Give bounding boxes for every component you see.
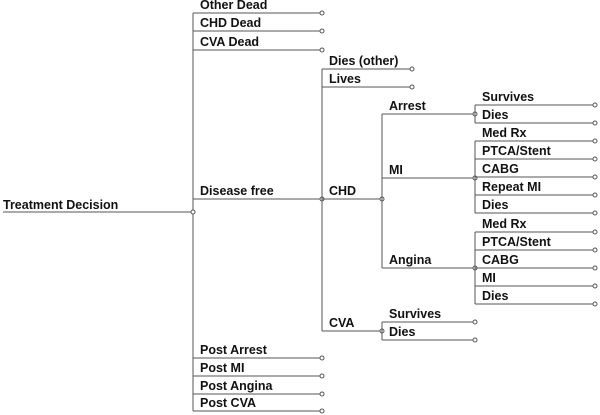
branch-label-survives: Survives: [482, 90, 534, 104]
terminal-node-post-arrest: [319, 355, 325, 361]
terminal-node-cva-dead: [319, 47, 325, 53]
terminal-node-med-rx: [592, 229, 598, 235]
root-label-treatment-decision: Treatment Decision: [3, 198, 118, 212]
terminal-node-med-rx: [592, 138, 598, 144]
tree-connectors: [3, 10, 598, 414]
branch-label-dies: Dies: [482, 108, 508, 122]
terminal-node-cabg: [592, 265, 598, 271]
branch-label-cva: CVA: [329, 316, 354, 330]
branch-label-dies: Dies: [389, 325, 415, 339]
terminal-node-other-dead: [319, 10, 325, 16]
branch-label-cabg: CABG: [482, 253, 519, 267]
branch-label-chd-dead: CHD Dead: [200, 16, 261, 30]
branch-label-mi: MI: [389, 163, 403, 177]
branch-label-post-angina: Post Angina: [200, 379, 274, 393]
terminal-node-survives: [592, 102, 598, 108]
branch-label-dies: Dies: [482, 289, 508, 303]
branch-label-med-rx: Med Rx: [482, 126, 527, 140]
branch-label-other-dead: Other Dead: [200, 0, 267, 12]
branch-label-post-cva: Post CVA: [200, 396, 256, 410]
terminal-node-dies: [472, 337, 478, 343]
terminal-node-cabg: [592, 174, 598, 180]
branch-label-dies: Dies: [482, 198, 508, 212]
branch-label-angina: Angina: [389, 253, 432, 267]
branch-label-survives: Survives: [389, 307, 441, 321]
terminal-node-mi: [592, 283, 598, 289]
branch-label-disease-free: Disease free: [200, 184, 274, 198]
terminal-node-ptca-stent: [592, 247, 598, 253]
terminal-node-ptca-stent: [592, 156, 598, 162]
terminal-node-dies: [592, 120, 598, 126]
terminal-node-dies-other: [409, 66, 415, 72]
terminal-node-post-mi: [319, 373, 325, 379]
branch-label-ptca-stent: PTCA/Stent: [482, 144, 552, 158]
branch-label-lives: Lives: [329, 72, 361, 86]
branch-label-dies-other: Dies (other): [329, 54, 398, 68]
branch-label-post-arrest: Post Arrest: [200, 343, 268, 357]
branch-label-chd: CHD: [329, 184, 356, 198]
terminal-node-chd-dead: [319, 28, 325, 34]
branch-label-cva-dead: CVA Dead: [200, 35, 259, 49]
branch-label-mi: MI: [482, 271, 496, 285]
decision-node-treatment-decision: [190, 209, 196, 215]
terminal-node-dies: [592, 301, 598, 307]
terminal-node-repeat-mi: [592, 192, 598, 198]
branch-label-post-mi: Post MI: [200, 361, 244, 375]
terminal-node-dies: [592, 210, 598, 216]
terminal-node-post-angina: [319, 391, 325, 397]
branch-label-repeat-mi: Repeat MI: [482, 180, 541, 194]
branch-label-arrest: Arrest: [389, 99, 427, 113]
branch-label-ptca-stent: PTCA/Stent: [482, 235, 552, 249]
terminal-node-post-cva: [319, 408, 325, 414]
terminal-node-lives: [409, 84, 415, 90]
branch-label-med-rx: Med Rx: [482, 217, 527, 231]
branch-label-cabg: CABG: [482, 162, 519, 176]
terminal-node-survives: [472, 319, 478, 325]
